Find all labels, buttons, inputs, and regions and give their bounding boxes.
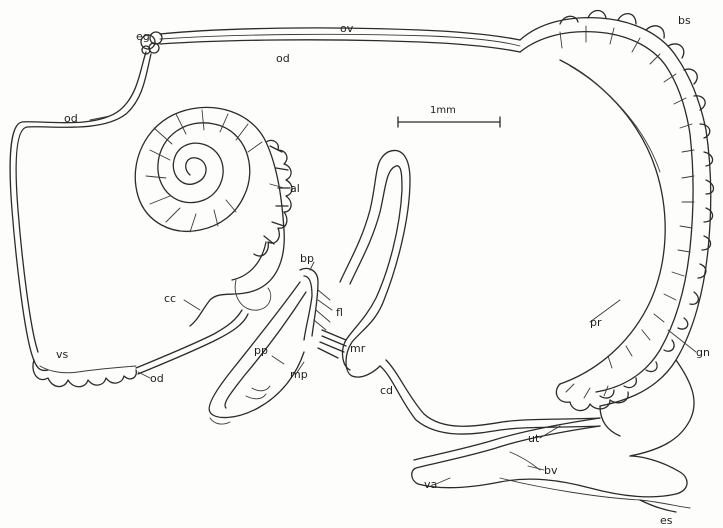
labels: eg ov od bs od al cc vs od bp fl mr pp m… — [56, 14, 710, 527]
label-mr: mr — [350, 342, 366, 355]
label-al: al — [290, 182, 300, 195]
copulatory-duct — [340, 150, 600, 434]
label-gn: gn — [696, 346, 710, 359]
label-pp: pp — [254, 344, 268, 357]
label-od-upper: od — [276, 52, 290, 65]
penial-complex — [209, 269, 346, 425]
label-od-left: od — [64, 112, 78, 125]
label-va: va — [424, 478, 437, 491]
label-bs: bs — [678, 14, 691, 27]
label-ut: ut — [528, 432, 540, 445]
label-ov: ov — [340, 22, 354, 35]
label-fl: fl — [336, 306, 343, 319]
albumen-gland-spiral — [135, 107, 292, 326]
label-cc: cc — [164, 292, 176, 305]
label-od-lower: od — [150, 372, 164, 385]
leader-lines — [90, 116, 696, 484]
scale-bar: 1mm — [398, 105, 500, 127]
label-vs: vs — [56, 348, 69, 361]
scale-bar-label: 1mm — [430, 105, 456, 116]
label-bp: bp — [300, 252, 314, 265]
label-es: es — [660, 514, 673, 527]
right-gland-mass — [520, 11, 714, 457]
outer-oviduct-loop — [10, 52, 151, 370]
label-eg: eg — [136, 30, 150, 43]
label-bv: bv — [544, 464, 558, 477]
label-cd: cd — [380, 384, 393, 397]
